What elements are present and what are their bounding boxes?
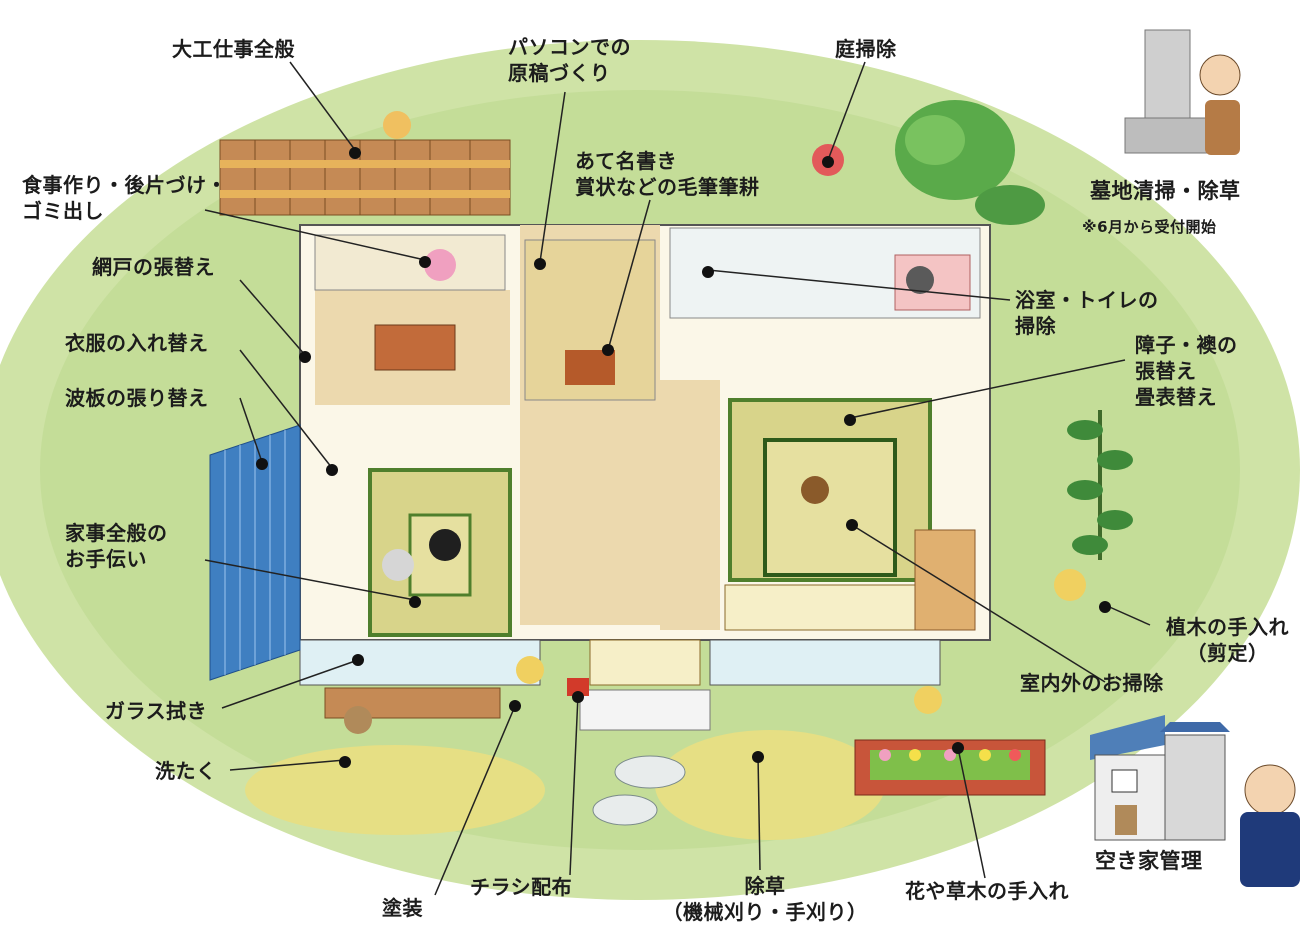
pruned-tree xyxy=(1067,410,1133,560)
label-housework: 家事全般の お手伝い xyxy=(65,521,168,571)
flower-bed xyxy=(854,739,1046,796)
stepping-stone-1 xyxy=(614,755,686,789)
people xyxy=(344,111,1086,734)
laundry-yard xyxy=(245,745,545,835)
label-cooking: 食事作り・後片づけ・ ゴミ出し xyxy=(22,173,227,223)
label-indoor-outdoor: 室内外のお掃除 xyxy=(1020,671,1164,695)
gravestone xyxy=(1124,29,1241,155)
label-flowers: 花や草木の手入れ xyxy=(905,879,1069,903)
label-screen-door: 網戸の張替え xyxy=(92,255,215,279)
label-weeding: 除草 （機械刈り・手刈り） xyxy=(662,874,868,924)
label-flyers: チラシ配布 xyxy=(470,875,573,899)
label-pruning: 植木の手入れ （剪定） xyxy=(1166,615,1289,665)
weeding-patch xyxy=(655,730,885,840)
leader-lines xyxy=(204,61,1151,896)
label-calligraphy: あて名書き 賞状などの毛筆筆耕 xyxy=(575,149,760,199)
leader-dots xyxy=(256,147,1111,768)
corrugated-roof xyxy=(209,424,301,681)
label-vacant-house: 空き家管理 xyxy=(1095,849,1203,873)
label-shoji: 障子・襖の 張替え 畳表替え xyxy=(1135,333,1238,409)
entrance-step xyxy=(579,689,711,731)
label-carpentry: 大工仕事全般 xyxy=(172,37,295,61)
label-laundry: 洗たく xyxy=(155,759,217,783)
label-clothes: 衣服の入れ替え xyxy=(65,331,209,355)
label-pc-manuscript: パソコンでの 原稿づくり xyxy=(508,35,631,85)
label-bath-toilet: 浴室・トイレの 掃除 xyxy=(1015,288,1159,338)
fence xyxy=(219,139,511,216)
label-corrugated: 波板の張り替え xyxy=(65,386,209,410)
mailbox xyxy=(567,678,589,696)
vacant-house-drawing xyxy=(1090,715,1300,887)
label-grave-note: ※6月から受付開始 xyxy=(1082,218,1217,236)
label-glass: ガラス拭き xyxy=(105,699,208,723)
label-painting: 塗装 xyxy=(382,896,423,920)
label-garden-cleaning: 庭掃除 xyxy=(835,37,897,61)
house xyxy=(299,224,991,686)
garden-tree xyxy=(895,100,1045,225)
label-grave-cleaning: 墓地清掃・除草 xyxy=(1090,179,1241,203)
stepping-stone-2 xyxy=(592,794,658,826)
